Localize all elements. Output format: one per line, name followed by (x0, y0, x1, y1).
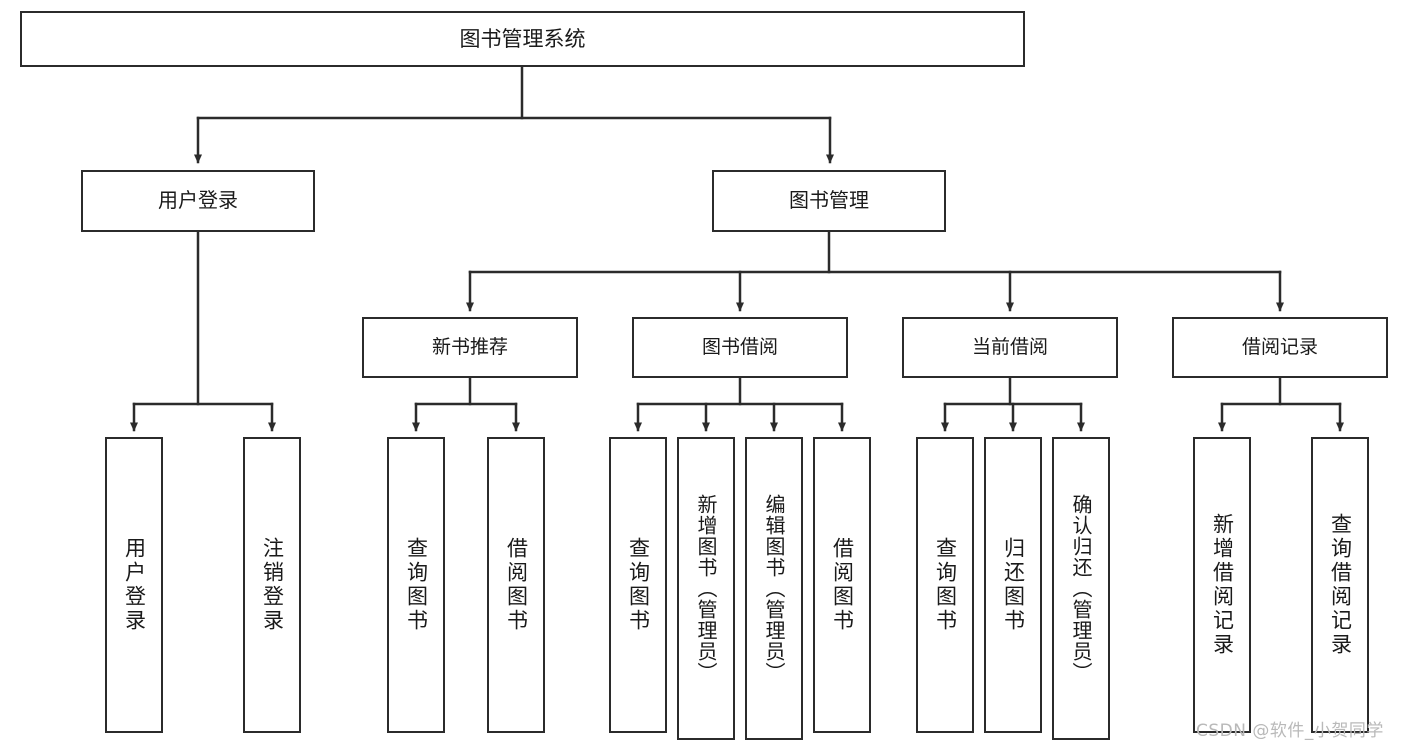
node-leaf[interactable]: 归还图书 (984, 437, 1042, 733)
node-label: 借阅记录 (1241, 336, 1318, 359)
node-leaf[interactable]: 查询借阅记录 (1311, 437, 1369, 733)
node-new-book-recommend[interactable]: 新书推荐 (362, 317, 578, 378)
node-leaf[interactable]: 借阅图书 (813, 437, 871, 733)
node-leaf[interactable]: 新增借阅记录 (1193, 437, 1251, 733)
node-leaf[interactable]: 新增图书（管理员） (677, 437, 735, 740)
node-label: 注销登录 (260, 537, 285, 633)
node-label: 确认归还（管理员） (1069, 494, 1093, 683)
node-root-system[interactable]: 图书管理系统 (20, 11, 1025, 67)
node-label: 图书管理系统 (459, 26, 586, 51)
node-label: 当前借阅 (971, 336, 1048, 359)
node-label: 查询图书 (626, 537, 651, 633)
node-label: 借阅图书 (830, 537, 855, 633)
node-leaf[interactable]: 用户登录 (105, 437, 163, 733)
node-label: 新增借阅记录 (1210, 513, 1235, 657)
node-leaf[interactable]: 查询图书 (916, 437, 974, 733)
node-leaf[interactable]: 查询图书 (387, 437, 445, 733)
node-leaf[interactable]: 借阅图书 (487, 437, 545, 733)
node-current-borrow[interactable]: 当前借阅 (902, 317, 1118, 378)
node-leaf[interactable]: 确认归还（管理员） (1052, 437, 1110, 740)
node-leaf[interactable]: 编辑图书（管理员） (745, 437, 803, 740)
node-leaf[interactable]: 注销登录 (243, 437, 301, 733)
node-label: 归还图书 (1001, 537, 1026, 633)
node-label: 查询图书 (404, 537, 429, 633)
node-label: 用户登录 (122, 537, 147, 633)
node-label: 查询借阅记录 (1328, 513, 1353, 657)
node-label: 借阅图书 (504, 537, 529, 633)
node-book-borrow[interactable]: 图书借阅 (632, 317, 848, 378)
node-label: 新书推荐 (431, 336, 508, 359)
watermark-text: CSDN @软件_小贺同学 (1196, 721, 1384, 741)
node-label: 图书管理 (789, 188, 869, 213)
node-leaf[interactable]: 查询图书 (609, 437, 667, 733)
node-label: 图书借阅 (701, 336, 778, 359)
node-label: 用户登录 (158, 188, 238, 213)
node-borrow-records[interactable]: 借阅记录 (1172, 317, 1388, 378)
node-label: 编辑图书（管理员） (762, 494, 786, 683)
node-label: 查询图书 (933, 537, 958, 633)
node-label: 新增图书（管理员） (694, 494, 718, 683)
node-user-login[interactable]: 用户登录 (81, 170, 315, 232)
node-book-management[interactable]: 图书管理 (712, 170, 946, 232)
